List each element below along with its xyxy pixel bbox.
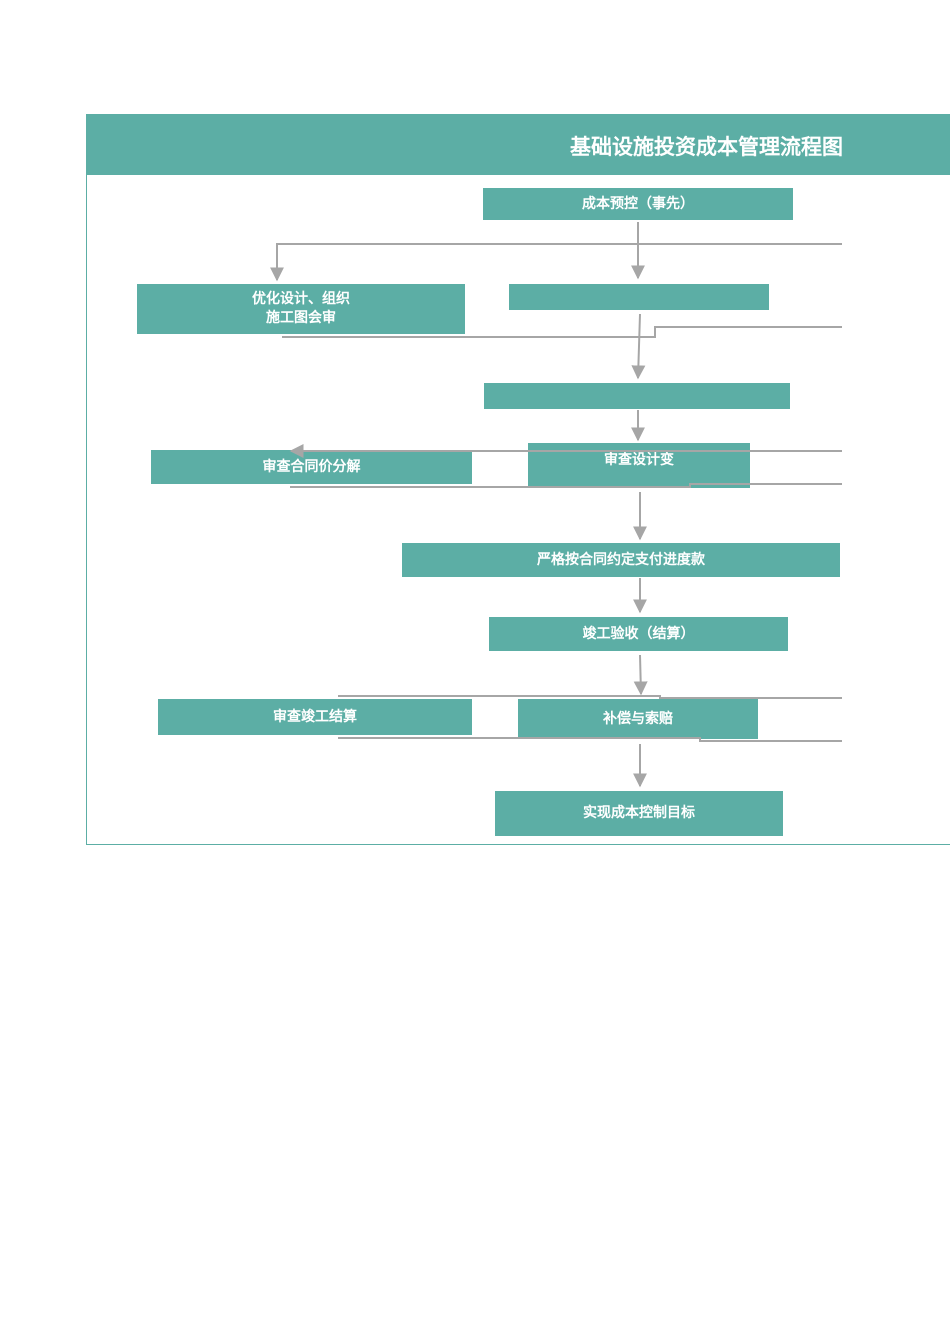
node-pay-progress: 严格按合同约定支付进度款 — [402, 543, 840, 577]
connector-blank1-to-blank2 — [631, 313, 646, 380]
node-blank-2 — [484, 383, 790, 409]
node-optimize-design: 优化设计、组织 施工图会审 — [137, 284, 465, 334]
node-cost-precontrol: 成本预控（事先） — [483, 188, 793, 220]
connector-contract-return — [290, 483, 842, 488]
node-compensation-claims: 补偿与索赔 — [518, 699, 758, 739]
node-review-contract-price: 审查合同价分解 — [151, 450, 472, 484]
node-review-contract-price-label: 审查合同价分解 — [262, 458, 361, 475]
connector-settlement-top — [338, 695, 842, 699]
node-review-completion-settlement: 审查竣工结算 — [158, 699, 472, 735]
node-achieve-target-label: 实现成本控制目标 — [583, 805, 695, 821]
node-cost-precontrol-label: 成本预控（事先） — [582, 195, 694, 212]
node-compensation-claims-label: 补偿与索赔 — [603, 710, 673, 727]
node-completion: 竣工验收（结算） — [489, 617, 788, 651]
connector-optimize-return — [282, 326, 842, 338]
node-blank-1 — [509, 284, 769, 310]
connector-settlement-bottom — [338, 737, 842, 742]
node-pay-progress-label: 严格按合同约定支付进度款 — [537, 551, 705, 568]
node-completion-label: 竣工验收（结算） — [582, 625, 695, 642]
diagram-title: 基础设施投资成本管理流程图 — [570, 135, 842, 159]
diagram-frame — [86, 114, 950, 845]
node-achieve-target: 实现成本控制目标 — [495, 791, 783, 836]
node-review-completion-settlement-label: 审查竣工结算 — [273, 708, 357, 725]
node-review-design-change-label: 审查设计变 — [604, 452, 674, 468]
node-optimize-design-label: 优化设计、组织 施工图会审 — [252, 291, 350, 326]
connector-branch-to-optimize — [270, 243, 842, 282]
connector-completion-to-claims — [633, 654, 648, 696]
title-bar — [86, 114, 950, 175]
